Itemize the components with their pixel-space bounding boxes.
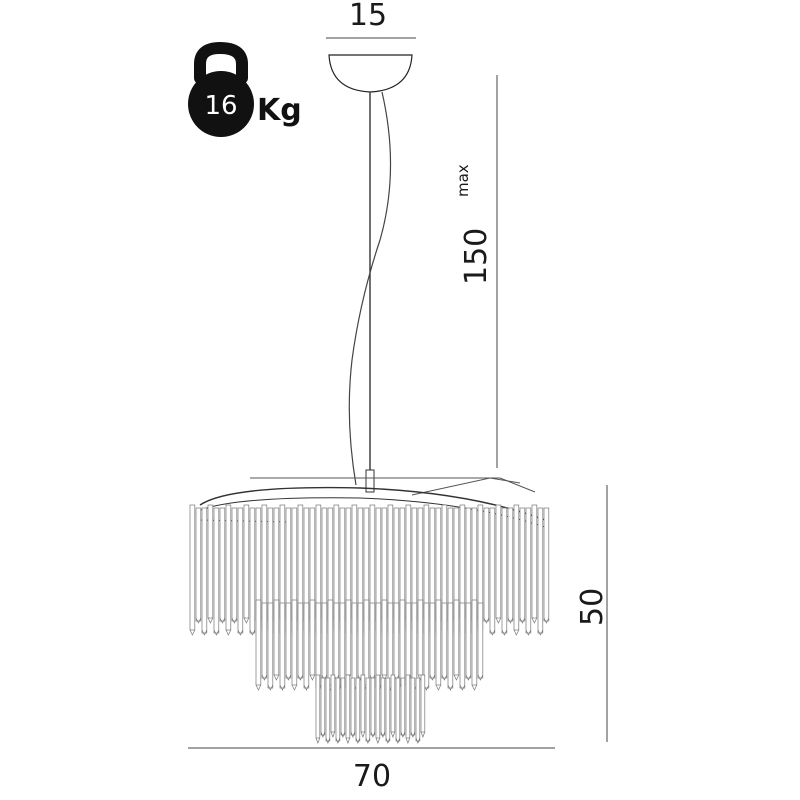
chandelier-tier-middle — [255, 599, 484, 691]
chandelier-tier-bottom — [315, 674, 426, 744]
canopy-width-label: 15 — [349, 0, 387, 33]
weight-badge: 16 Kg — [188, 41, 302, 137]
height-label: 50 — [575, 588, 610, 626]
cable-length-label: 150 — [459, 228, 494, 285]
chandelier-tier-top — [189, 504, 550, 636]
width-dimension: 70 — [188, 747, 555, 794]
suspension-cable — [348, 91, 392, 493]
kettlebell-icon — [188, 41, 254, 137]
chandelier — [189, 477, 550, 744]
weight-value: 16 — [204, 91, 237, 121]
height-dimension: 50 — [575, 485, 610, 742]
canopy-width-dimension: 15 — [326, 0, 416, 39]
cable-length-suffix: max — [454, 164, 472, 197]
ceiling-canopy — [328, 54, 413, 93]
width-label: 70 — [353, 759, 391, 794]
cable-length-dimension: 150 max — [454, 75, 498, 468]
weight-unit: Kg — [257, 93, 302, 128]
